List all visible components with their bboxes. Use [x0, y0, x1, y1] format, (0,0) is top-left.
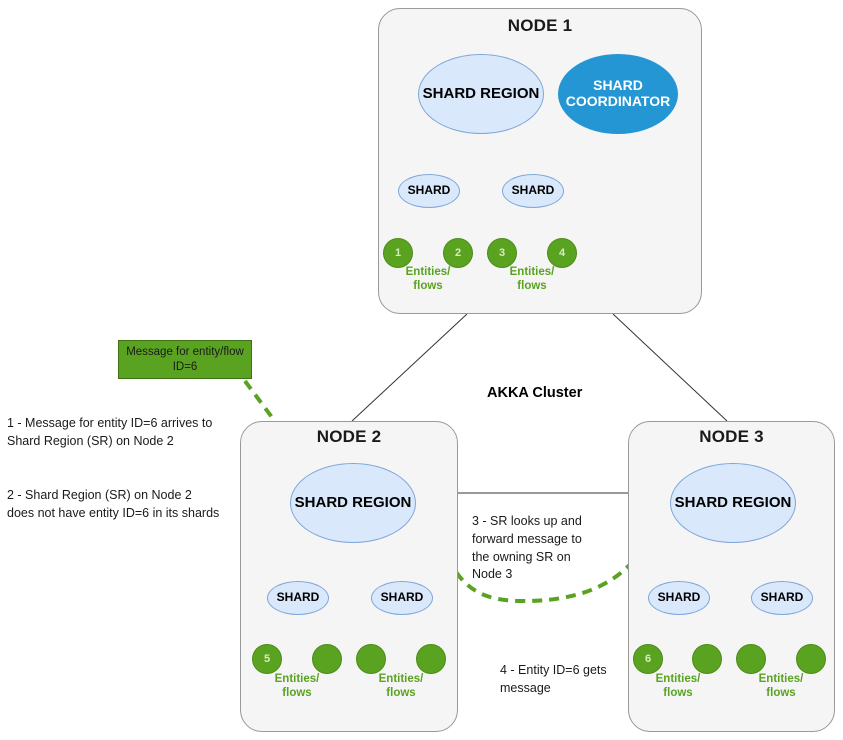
node-2-entity-5[interactable]: 5 — [252, 644, 282, 674]
node-3-entity-d[interactable] — [796, 644, 826, 674]
node-3-shard-1[interactable]: SHARD — [751, 581, 813, 615]
node-3-shard-0[interactable]: SHARD — [648, 581, 710, 615]
node-1-entity-4[interactable]: 4 — [547, 238, 577, 268]
node-1-shard-coordinator[interactable]: SHARD COORDINATOR — [558, 54, 678, 134]
node-3-entities-label-1: Entities/ flows — [758, 673, 804, 700]
node-1-shard-0[interactable]: SHARD — [398, 174, 460, 208]
node-2-entity-d[interactable] — [416, 644, 446, 674]
node-1-shard-1[interactable]: SHARD — [502, 174, 564, 208]
node-2-entities-label-0: Entities/ flows — [274, 673, 320, 700]
node-2-entities-label-1: Entities/ flows — [378, 673, 424, 700]
node-1-entity-1[interactable]: 1 — [383, 238, 413, 268]
note-step-3: 3 - SR looks up and forward message to t… — [472, 514, 582, 582]
akka-cluster-label: AKKA Cluster — [487, 385, 583, 401]
note-step-1: 1 - Message for entity ID=6 arrives to S… — [7, 416, 213, 448]
note-step-4: 4 - Entity ID=6 gets message — [500, 663, 607, 695]
node-1-shard-region[interactable]: SHARD REGION — [418, 54, 544, 134]
node-2-shard-region[interactable]: SHARD REGION — [290, 463, 416, 543]
node-1-entity-3[interactable]: 3 — [487, 238, 517, 268]
node-1-entities-label-0: Entities/ flows — [405, 266, 451, 293]
node-1-entity-2[interactable]: 2 — [443, 238, 473, 268]
node-2-entity-c[interactable] — [356, 644, 386, 674]
node-3-shard-region[interactable]: SHARD REGION — [670, 463, 796, 543]
node-3-entity-b[interactable] — [692, 644, 722, 674]
node-2-title: NODE 2 — [316, 427, 382, 446]
node-1-entities-label-1: Entities/ flows — [509, 266, 555, 293]
node-2-shard-0[interactable]: SHARD — [267, 581, 329, 615]
node-2-entity-b[interactable] — [312, 644, 342, 674]
node-1-title: NODE 1 — [507, 16, 573, 35]
note-step-2: 2 - Shard Region (SR) on Node 2 does not… — [7, 488, 220, 520]
node-3-entity-c[interactable] — [736, 644, 766, 674]
node-3-entities-label-0: Entities/ flows — [655, 673, 701, 700]
node-3-entity-6[interactable]: 6 — [633, 644, 663, 674]
message-box[interactable]: Message for entity/flow ID=6 — [118, 340, 252, 379]
node-2-shard-1[interactable]: SHARD — [371, 581, 433, 615]
node-3-title: NODE 3 — [699, 427, 764, 446]
